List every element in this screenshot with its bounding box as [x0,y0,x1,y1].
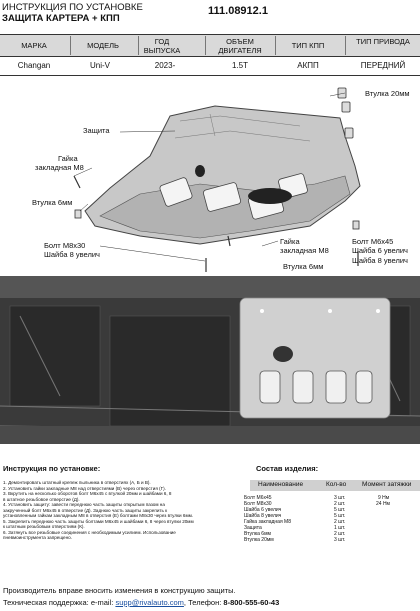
parts-row: Втулка 6мм 2 шт. [244,531,346,537]
support-phone: 8-800-555-60-43 [223,598,280,607]
spec-header-brand: МАРКА [21,41,47,50]
parts-row: Шайба 6 увелич 5 шт. [244,507,346,513]
label-bushing-6mm-right: Втулка 6мм [283,262,324,271]
spec-header-band [0,34,420,57]
support-label: Техническая поддержка: [3,598,89,607]
instruction-step: в штатное резьбовое отверстие (Д). [3,496,80,502]
parts-row: Втулка 20мм 3 шт. [244,537,346,543]
label-bushing-6mm-left: Втулка 6мм [32,198,73,207]
bolts [73,175,359,272]
spec-drive: ПЕРЕДНИЙ [360,61,406,70]
parts-row: Шайба 8 увелич 5 шт. [244,513,346,519]
instructions-section: Инструкция по установке: 1. Демонтироват… [0,450,420,580]
label-nut-right-2: закладная М8 [280,246,329,255]
label-bolt-m8-2: Шайба 8 увелич [44,250,100,259]
instruction-step: 2. Установить гайки закладные М8 над отв… [3,485,166,491]
email-label: e-mail: [90,598,114,607]
label-bolt-m6-1: Болт М6х45 [352,237,394,246]
instruction-step: 1. Демонтировать штатный крепеж пыльника… [3,480,151,485]
spec-header-drive: ТИП ПРИВОДА [356,37,410,46]
parts-header-torque: Момент затяжки [362,481,412,488]
label-bolt-m6-2: Шайба 6 увелич [352,246,408,255]
vehicle-spec-table: МАРКА МОДЕЛЬ ГОД ВЫПУСКА ОБЪЕМ ДВИГАТЕЛЯ… [0,34,420,76]
footer-disclaimer: Производитель вправе вносить изменения в… [3,586,236,595]
instruction-step: установленным гайкам закладным М8 в отве… [3,513,194,518]
parts-header: Наименование Кол-во Момент затяжки [250,480,420,491]
instructions-title: Инструкция по установке: [3,464,101,473]
parts-row: Болт М6х45 3 шт. 9 Нм [244,495,390,501]
doc-title: ИНСТРУКЦИЯ ПО УСТАНОВКЕ [2,2,143,13]
phone-label: Телефон: [188,598,222,607]
document-header: ИНСТРУКЦИЯ ПО УСТАНОВКЕ ЗАЩИТА КАРТЕРА +… [0,0,420,34]
instruction-steps: 1. Демонтировать штатный крепеж пыльника… [3,480,241,541]
skid-plate-drawing [73,87,361,272]
spec-model: Uni-V [89,61,110,70]
instruction-step: 6. Затянуть все резьбовые соединения с н… [3,529,176,535]
label-bolt-m6-3: Шайба 8 увелич [352,256,408,265]
label-bolt-m8-1: Болт М8х30 [44,241,86,250]
instruction-step: закрученный болт М6х45 в отверстие (Д). … [3,507,168,513]
spec-header-model: МОДЕЛЬ [87,41,119,50]
parts-title: Состав изделия: [256,464,319,473]
instruction-step: 5. Закрепить переднюю часть защиты болта… [3,518,194,524]
spec-header-engine: ОБЪЕМ ДВИГАТЕЛЯ [218,37,262,55]
spec-brand: Changan [17,61,51,70]
parts-row: Гайка закладная М8 2 шт. [244,519,346,525]
drain-hatch [248,188,292,204]
instruction-step: 3. Вкрутить на несколько оборотов болт М… [3,491,172,496]
label-bushing-20mm: Втулка 20мм [365,89,410,98]
label-nut-left-2: закладная М8 [35,163,84,172]
label-skid-plate: Защита [83,126,110,135]
bushings [74,87,360,230]
underbody-illustration [0,276,420,444]
footer: Производитель вправе вносить изменения в… [0,586,420,611]
underbody-photo [0,276,420,444]
instruction-step: 4. Установить защиту: завести переднюю ч… [3,502,165,507]
spec-header-year: ГОД ВЫПУСКА [143,37,181,55]
instruction-step: пневмоинструмента запрещено. [3,535,72,540]
instruction-step: к штатным резьбовым отверстиям (К). [3,524,85,529]
label-nut-left-1: Гайка [58,154,78,163]
spec-engine: 1.5T [231,61,248,70]
support-email-link[interactable]: supp@rivalauto.com [115,598,184,607]
spec-year: 2023- [154,61,176,70]
spec-gearbox: АКПП [297,61,319,70]
doc-subtitle: ЗАЩИТА КАРТЕРА + КПП [2,13,120,24]
article-code: 111.08912.1 [208,5,268,17]
spec-header-gearbox: ТИП КПП [291,41,325,50]
parts-row: Защита 1 шт. [244,525,346,531]
label-nut-right-1: Гайка [280,237,300,246]
parts-row: Болт М8х30 2 шт. 24 Нм [244,501,390,507]
exploded-diagram: Втулка 20мм Защита Гайка закладная М8 Вт… [0,76,420,274]
footer-support: Техническая поддержка: e-mail: supp@riva… [3,598,280,607]
parts-header-name: Наименование [258,481,304,488]
parts-header-qty: Кол-во [326,481,347,488]
